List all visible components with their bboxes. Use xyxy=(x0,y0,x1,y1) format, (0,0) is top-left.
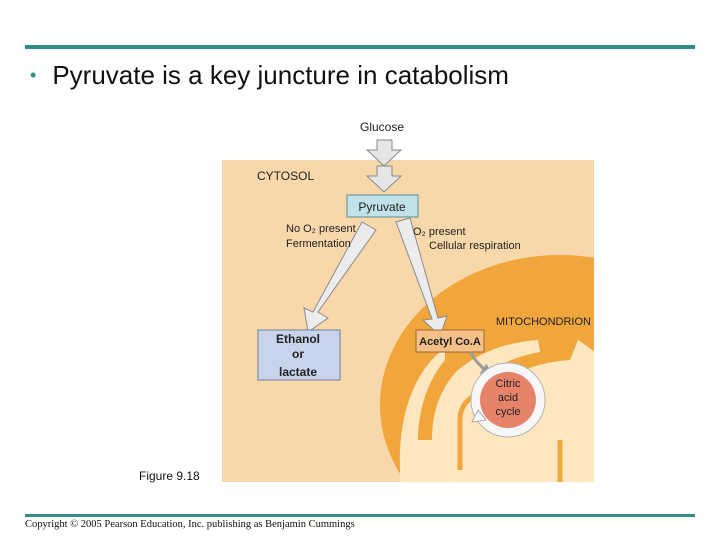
acetyl-coa-label: Acetyl Co.A xyxy=(419,336,481,348)
slide-title: • Pyruvate is a key juncture in catabolis… xyxy=(30,60,509,91)
ethanol-label: Ethanol xyxy=(276,332,320,346)
acid-label: acid xyxy=(498,392,518,404)
fermentation-arrow xyxy=(303,221,377,333)
bottom-rule xyxy=(25,514,695,517)
bullet-icon: • xyxy=(30,65,37,85)
copyright-text: Copyright © 2005 Pearson Education, Inc.… xyxy=(25,519,355,530)
pyruvate-label: Pyruvate xyxy=(358,200,406,214)
top-rule xyxy=(25,45,695,49)
cytosol-label: CYTOSOL xyxy=(257,169,314,183)
cellular-respiration-label: Cellular respiration xyxy=(429,240,521,252)
slide-title-text: Pyruvate is a key juncture in catabolism xyxy=(52,60,509,90)
citric-label: Citric xyxy=(495,378,521,390)
mitochondrion-label: MITOCHONDRION xyxy=(496,316,591,328)
respiration-arrow xyxy=(395,217,448,337)
lactate-label: lactate xyxy=(279,365,317,379)
cycle-arrowhead-icon xyxy=(471,409,487,423)
acetyl-coa-box xyxy=(415,329,485,353)
pyruvate-box xyxy=(346,194,419,218)
fermentation-label: Fermentation xyxy=(286,238,351,250)
ethanol-box xyxy=(257,329,341,381)
cycle-label: cycle xyxy=(495,406,520,418)
o2-present-label: O₂ present xyxy=(413,226,466,238)
or-label: or xyxy=(292,347,304,361)
citric-cycle-core xyxy=(480,372,536,428)
figure-label: Figure 9.18 xyxy=(139,469,200,483)
no-o2-label: No O₂ present xyxy=(286,223,356,235)
glucose-label: Glucose xyxy=(360,120,404,134)
glucose-arrow xyxy=(365,139,403,193)
